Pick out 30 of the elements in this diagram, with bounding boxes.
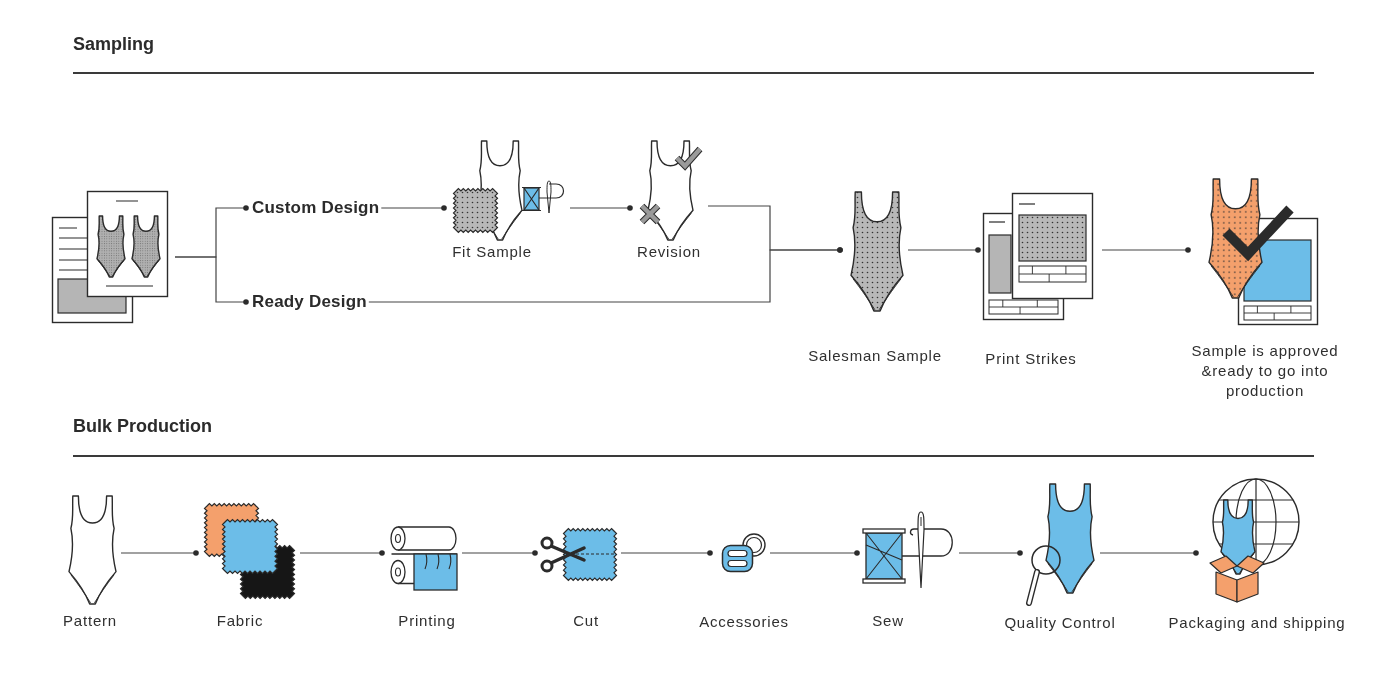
connector-line: [569, 205, 633, 211]
option-label: Ready Design: [246, 292, 369, 312]
connector-line: [380, 205, 447, 211]
step-label: Sew: [872, 611, 904, 631]
connector-line: [958, 550, 1023, 556]
section-heading: Sampling: [73, 33, 154, 55]
step-label: Fabric: [216, 611, 264, 631]
connector-line: [1099, 550, 1199, 556]
connector-line: [769, 550, 860, 556]
step-label: Quality Control: [1004, 613, 1116, 633]
step-label: Pattern: [63, 611, 117, 631]
connector-line: [620, 550, 713, 556]
step-label: Accessories: [699, 612, 789, 632]
step-label: Print Strikes: [985, 349, 1077, 369]
connector-line: [461, 550, 538, 556]
step-label: Cut: [573, 611, 599, 631]
section-heading: Bulk Production: [73, 415, 212, 437]
connector-line: [368, 247, 843, 303]
connector-line: [299, 550, 385, 556]
step-label: Salesman Sample: [808, 346, 942, 366]
option-label: Custom Design: [246, 198, 382, 218]
step-label: Revision: [637, 242, 701, 262]
step-label: Fit Sample: [452, 242, 532, 262]
step-label: Packaging and shipping: [1168, 613, 1346, 633]
connector-line: [1101, 247, 1191, 253]
connector-line: [907, 247, 981, 253]
step-label: Sample is approved &ready to go into production: [1190, 341, 1340, 401]
connector-line: [120, 550, 199, 556]
step-label: Printing: [398, 611, 456, 631]
connector-line: [174, 256, 249, 305]
